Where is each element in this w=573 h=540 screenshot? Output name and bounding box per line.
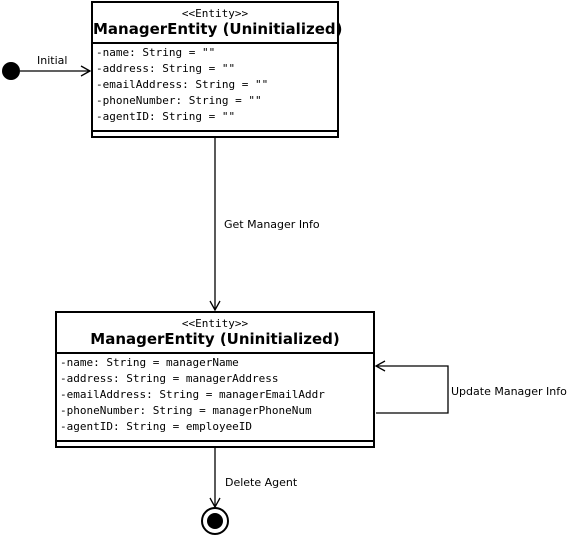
state-box-initialized: <<Entity>> ManagerEntity (Uninitialized)… [55,311,375,448]
state-2-attr-agent-id: -agentID: String = employeeID [60,420,253,433]
state-1-attr-name: -name: String = "" [96,46,216,59]
state-box-uninitialized: <<Entity>> ManagerEntity (Uninitialized)… [91,1,343,138]
initial-transition-label: Initial [37,54,68,67]
state-2-name-separator [57,352,373,354]
update-info-transition-line [374,360,449,414]
state-2-name: ManagerEntity (Uninitialized) [90,330,340,348]
get-info-transition-label: Get Manager Info [224,218,320,231]
state-1-name: ManagerEntity (Uninitialized) [93,20,343,38]
final-state-inner-dot [207,513,223,529]
state-1-attr-phone: -phoneNumber: String = "" [96,94,262,107]
state-2-attr-address: -address: String = managerAddress [60,372,279,385]
state-2-attr-name: -name: String = managerName [60,356,239,369]
state-1-attr-address: -address: String = "" [96,62,236,75]
state-2-attr-email: -emailAddress: String = managerEmailAddr [60,388,325,401]
update-info-transition-label: Update Manager Info [451,385,567,398]
delete-transition-label: Delete Agent [225,476,298,489]
state-1-attr-email: -emailAddress: String = "" [96,78,269,91]
initial-state-node [2,62,20,80]
state-2-operations-separator [57,440,373,442]
state-2-attribute-list: -name: String = managerName -address: St… [57,354,373,435]
state-2-attr-phone: -phoneNumber: String = managerPhoneNum [60,404,312,417]
state-1-stereotype: <<Entity>> [181,7,249,20]
state-1-operations-separator [93,130,337,132]
state-2-stereotype: <<Entity>> [181,317,249,330]
state-1-attribute-list: -name: String = "" -address: String = ""… [93,44,337,125]
state-1-attr-agent-id: -agentID: String = "" [96,110,236,123]
state-1-name-separator [93,42,337,44]
